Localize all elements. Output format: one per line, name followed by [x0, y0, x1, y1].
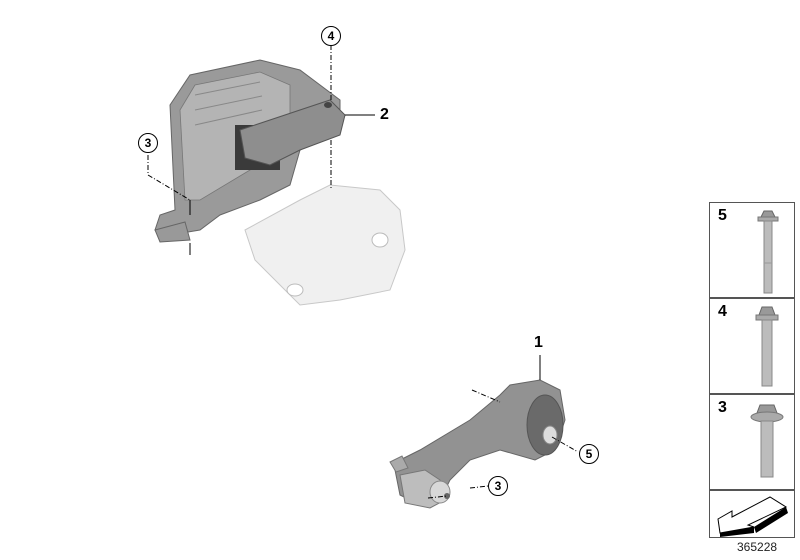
medium-bolt-icon: [755, 306, 779, 387]
legend-panel-bolt-3: 3: [709, 394, 795, 490]
direction-arrow-icon: [717, 496, 788, 537]
legend-label-3: 3: [718, 399, 727, 416]
document-number: 365228: [737, 540, 778, 554]
part-label-1: 1: [534, 334, 543, 351]
callout-3-lower: 3: [488, 476, 508, 496]
callout-3-upper: 3: [138, 133, 158, 153]
part-label-2: 2: [380, 106, 389, 123]
callout-4-upper: 4: [321, 26, 341, 46]
long-bolt-icon: [757, 210, 779, 294]
legend-label-4: 4: [718, 303, 727, 320]
legend-panel-direction-arrow: [709, 490, 795, 538]
legend-panel-bolt-5: 5: [709, 202, 795, 298]
legend-label-5: 5: [718, 207, 727, 224]
legend-panel-bolt-4: 4: [709, 298, 795, 394]
callout-5-lower: 5: [579, 444, 599, 464]
flange-bolt-icon: [750, 404, 784, 478]
